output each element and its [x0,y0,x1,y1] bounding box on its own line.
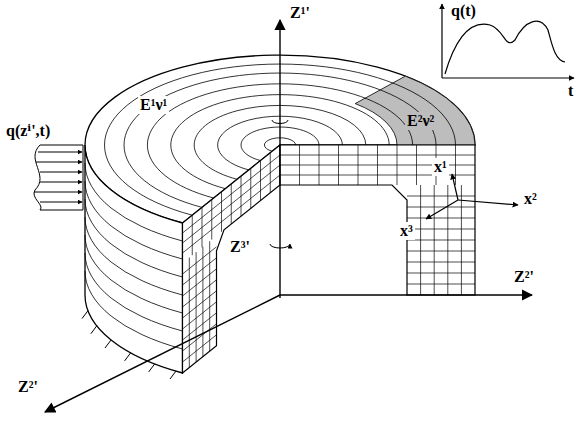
material-label: E²ν² [405,112,436,130]
material-label: E¹ν¹ [138,96,169,114]
local-axis-label: x¹ [432,158,449,176]
local-axis-label: x² [522,190,539,208]
graph-axis-label: t [566,82,575,100]
axis-label: Z¹' [288,4,312,22]
load-label: q(zⁱ',t) [4,122,52,140]
graph-axis-label: q(t) [449,2,478,20]
axis-label: Z³' [228,238,252,256]
axis-label: Z²' [512,268,536,286]
axis-label: Z²' [16,378,40,396]
local-axis-label: x³ [398,222,415,240]
